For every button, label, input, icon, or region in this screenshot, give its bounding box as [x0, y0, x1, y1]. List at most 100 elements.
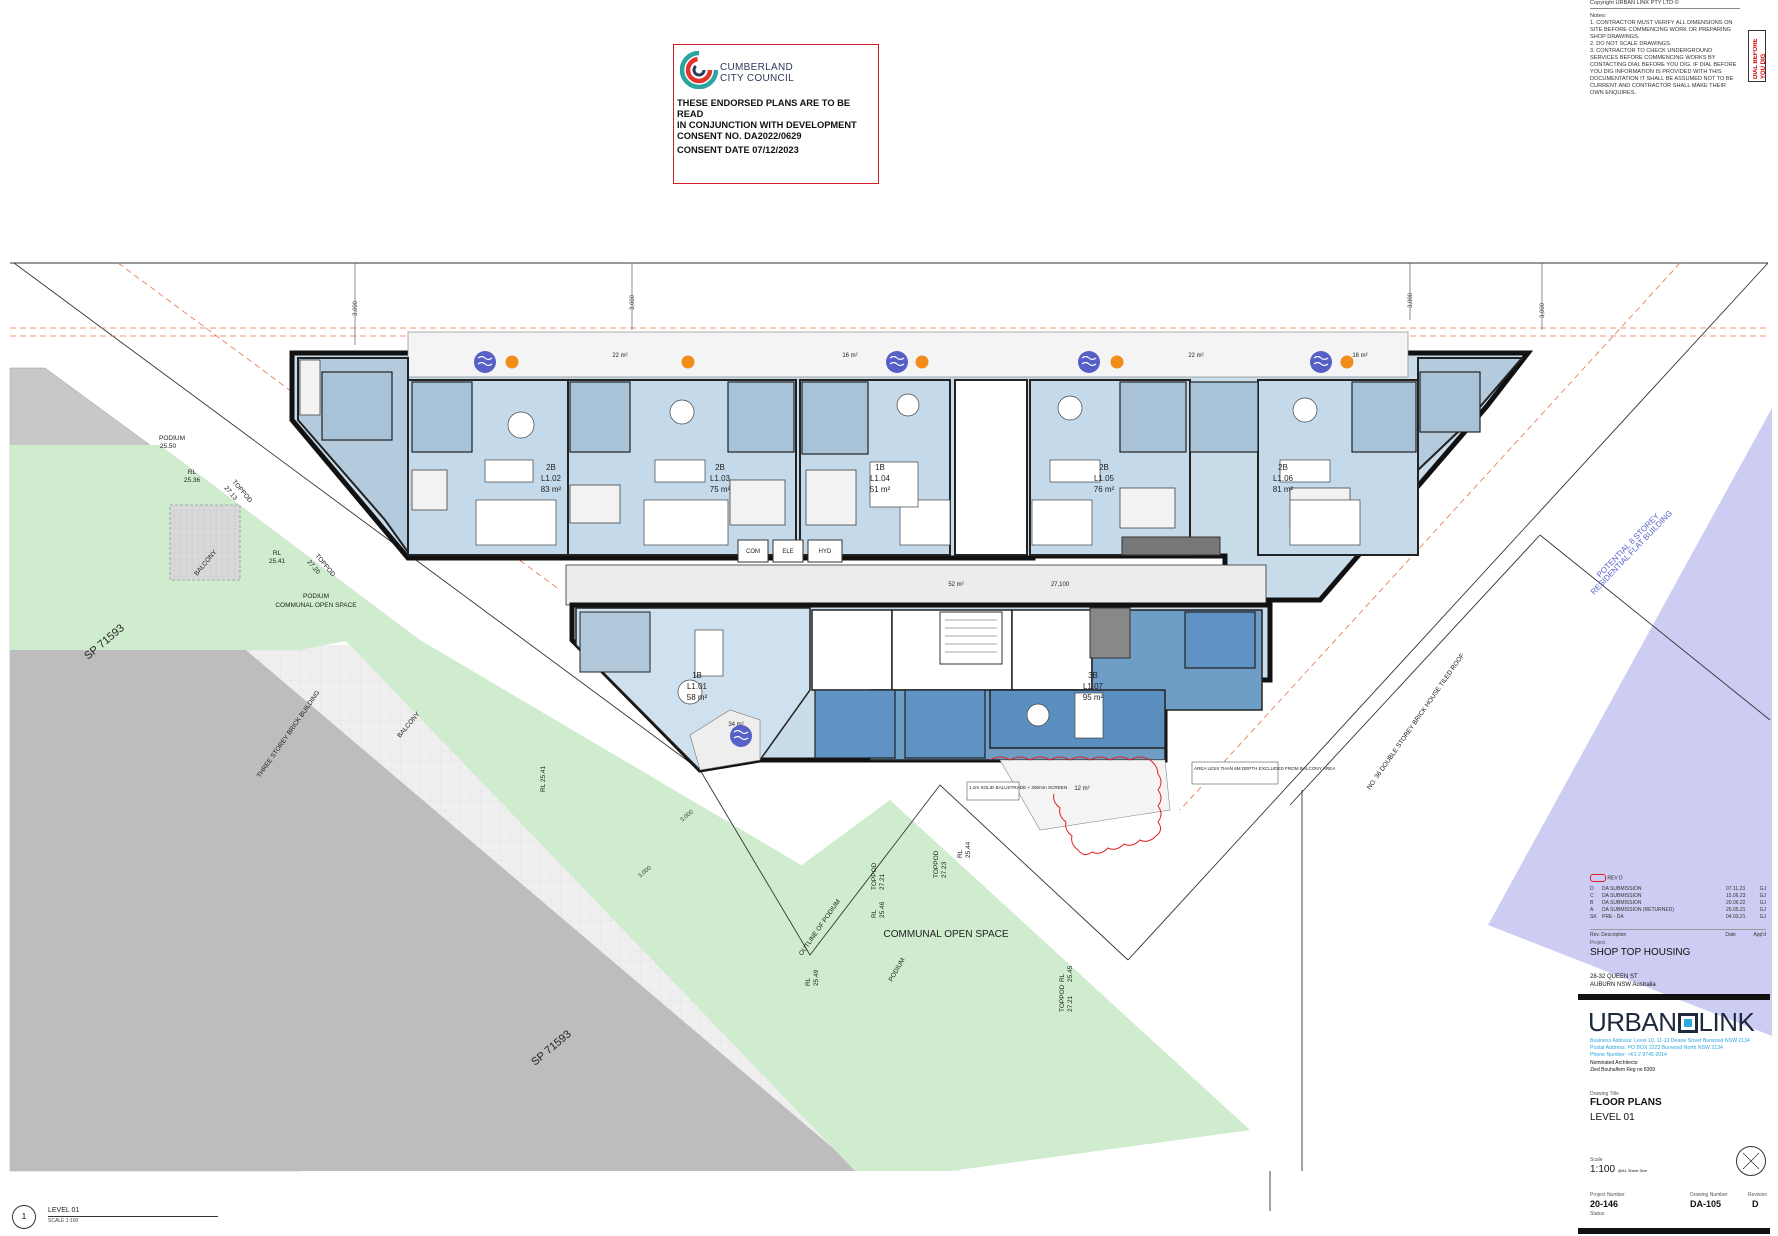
- balustrade-note: 1.2m SOLID BALUSTRADE + 300mm SCREEN: [969, 785, 1067, 790]
- unit-type: 1B: [875, 463, 885, 472]
- corridor: [565, 564, 1267, 606]
- status-label: Status: [1590, 1211, 1605, 1217]
- sun-icon-group: [505, 355, 1354, 369]
- unit-area: 95 m²: [1083, 693, 1104, 702]
- revision-row: A DA SUBMISSION (RETURNED) 26.05.21 GJ: [1590, 907, 1766, 914]
- rev-head-app: App'd: [1753, 932, 1766, 938]
- site-label: TOPPOD: [871, 862, 878, 890]
- sun-icon: [505, 355, 519, 369]
- unit-type: 1B: [692, 671, 702, 680]
- revision-row: C DA SUBMISSION 15.06.23 GJ: [1590, 893, 1766, 900]
- council-name: CUMBERLAND CITY COUNCIL: [720, 62, 794, 84]
- site-label: RL: [805, 977, 812, 986]
- site-label: PODIUM: [303, 593, 329, 600]
- balcony-row: [407, 331, 1409, 378]
- council-name-line2: CITY COUNCIL: [720, 73, 794, 84]
- rev-desc: DA SUBMISSION: [1602, 900, 1642, 906]
- rev-app: GJ: [1759, 914, 1766, 920]
- site-label: TOPPOD: [933, 850, 940, 878]
- rev-code: A: [1590, 907, 1594, 913]
- rev-app: GJ: [1759, 900, 1766, 906]
- sun-icon: [1340, 355, 1354, 369]
- site-label: RL: [957, 849, 964, 858]
- rev-desc: DA SUBMISSION: [1602, 893, 1642, 899]
- site-label: RL: [188, 469, 197, 476]
- sun-icon: [915, 355, 929, 369]
- unit-id: L1.07: [1083, 682, 1104, 691]
- site-label: 25.46: [879, 901, 886, 918]
- unit-type: 2B: [1278, 463, 1288, 472]
- consent-date: CONSENT DATE 07/12/2023: [677, 145, 799, 155]
- site-label: 25.49: [813, 969, 820, 986]
- rev-date: 15.06.23: [1726, 893, 1746, 899]
- site-label: RL 25.41: [540, 765, 547, 792]
- rev-app: GJ: [1759, 893, 1766, 899]
- note-2: 2. DO NOT SCALE DRAWINGS.: [1590, 41, 1672, 47]
- wind-icon: [886, 351, 908, 373]
- site-label: RL: [871, 909, 878, 918]
- rev-date: 07.11.23: [1726, 886, 1746, 892]
- wind-icon: [474, 351, 496, 373]
- rev-desc: DA SUBMISSION: [1602, 886, 1642, 892]
- north-point-icon: [1736, 1146, 1766, 1176]
- unit-type: 2B: [1099, 463, 1109, 472]
- rev-code: D: [1590, 886, 1594, 892]
- dial-text: DIAL BEFORE YOU DIG: [1753, 38, 1767, 79]
- unit-type: 2B: [715, 463, 725, 472]
- postal-address: Postal Address: PO BOX 2223 Burwood Nort…: [1590, 1045, 1723, 1051]
- phone-number: Phone Number: +61 2 9745 2014: [1590, 1052, 1667, 1058]
- title-block: REV D D DA SUBMISSION 07.11.23 GJ C DA S…: [1578, 866, 1770, 1236]
- sun-icon: [681, 355, 695, 369]
- site-label: PODIUM: [159, 435, 185, 442]
- rev-desc: DA SUBMISSION (RETURNED): [1602, 907, 1674, 913]
- unit-type: 2B: [546, 463, 556, 472]
- unit-id: L1.06: [1273, 474, 1294, 483]
- logo-part1: URBAN: [1588, 1007, 1677, 1037]
- unit-area: 51 m²: [870, 485, 891, 494]
- project-number-label: Project Number: [1590, 1192, 1625, 1198]
- logo-part2: LINK: [1698, 1007, 1755, 1037]
- site-label: TOPPOD: [1059, 984, 1066, 1012]
- copyright: Copyright URBAN LINK PTY LTD ©: [1590, 0, 1740, 9]
- service-label: ELE: [782, 549, 793, 555]
- address-line1: 28-32 QUEEN ST: [1590, 974, 1638, 980]
- rev-code: SK: [1590, 914, 1597, 920]
- consent-text-line2: IN CONJUNCTION WITH DEVELOPMENT: [677, 120, 857, 130]
- unit-area: 75 m²: [710, 485, 731, 494]
- revision-cloud: [989, 756, 1162, 856]
- bottom-bar: [1578, 1228, 1770, 1234]
- service-label: COM: [746, 549, 760, 555]
- communal-open-space-right: [700, 800, 1250, 1171]
- revision-row: B DA SUBMISSION 20.06.22 GJ: [1590, 900, 1766, 907]
- neighbour-balcony: [169, 504, 241, 581]
- rev-code: C: [1590, 893, 1594, 899]
- revision-table: D DA SUBMISSION 07.11.23 GJ C DA SUBMISS…: [1590, 886, 1766, 921]
- revision-header: Rev. Description Date App'd: [1590, 929, 1766, 938]
- rev-code: B: [1590, 900, 1594, 906]
- rev-date: 26.05.21: [1726, 907, 1746, 913]
- rev-date: 04.03.21: [1726, 914, 1746, 920]
- scale-ratio: 1:100: [1590, 1164, 1616, 1175]
- dimension: 3,000: [353, 300, 359, 316]
- site-label: RL: [273, 550, 282, 557]
- notes-title: Notes:: [1590, 13, 1607, 19]
- rev-head-desc: Rev. Description: [1590, 932, 1627, 938]
- corridor-dim: 27,100: [1051, 582, 1070, 588]
- consent-text-line3: CONSENT NO. DA2022/0629: [677, 131, 802, 141]
- architect-name: Zied Bouhalfem Reg no 8309: [1590, 1067, 1656, 1073]
- balcony-area: 34 m²: [728, 722, 743, 728]
- unit-id: L1.03: [710, 474, 731, 483]
- consent-text-line1: THESE ENDORSED PLANS ARE TO BE READ: [677, 98, 851, 119]
- rev-app: GJ: [1759, 907, 1766, 913]
- area-note: AREA LESS THAN 6M DEPTH EXCLUDED FROM BA…: [1194, 766, 1336, 771]
- balcony-area: 16 m²: [842, 353, 857, 359]
- address-line2: AUBURN NSW Australia: [1590, 982, 1656, 988]
- balcony-area: 12 m²: [1074, 786, 1089, 792]
- rev-app: GJ: [1759, 886, 1766, 892]
- site-label: 25.45: [1067, 965, 1074, 982]
- scale-value: 1:100 @A1 Sheet Size: [1590, 1164, 1647, 1175]
- site-label: 25.50: [160, 443, 177, 450]
- unit-area: 76 m²: [1094, 485, 1115, 494]
- unit-id: L1.02: [541, 474, 562, 483]
- revision-row: D DA SUBMISSION 07.11.23 GJ: [1590, 886, 1766, 893]
